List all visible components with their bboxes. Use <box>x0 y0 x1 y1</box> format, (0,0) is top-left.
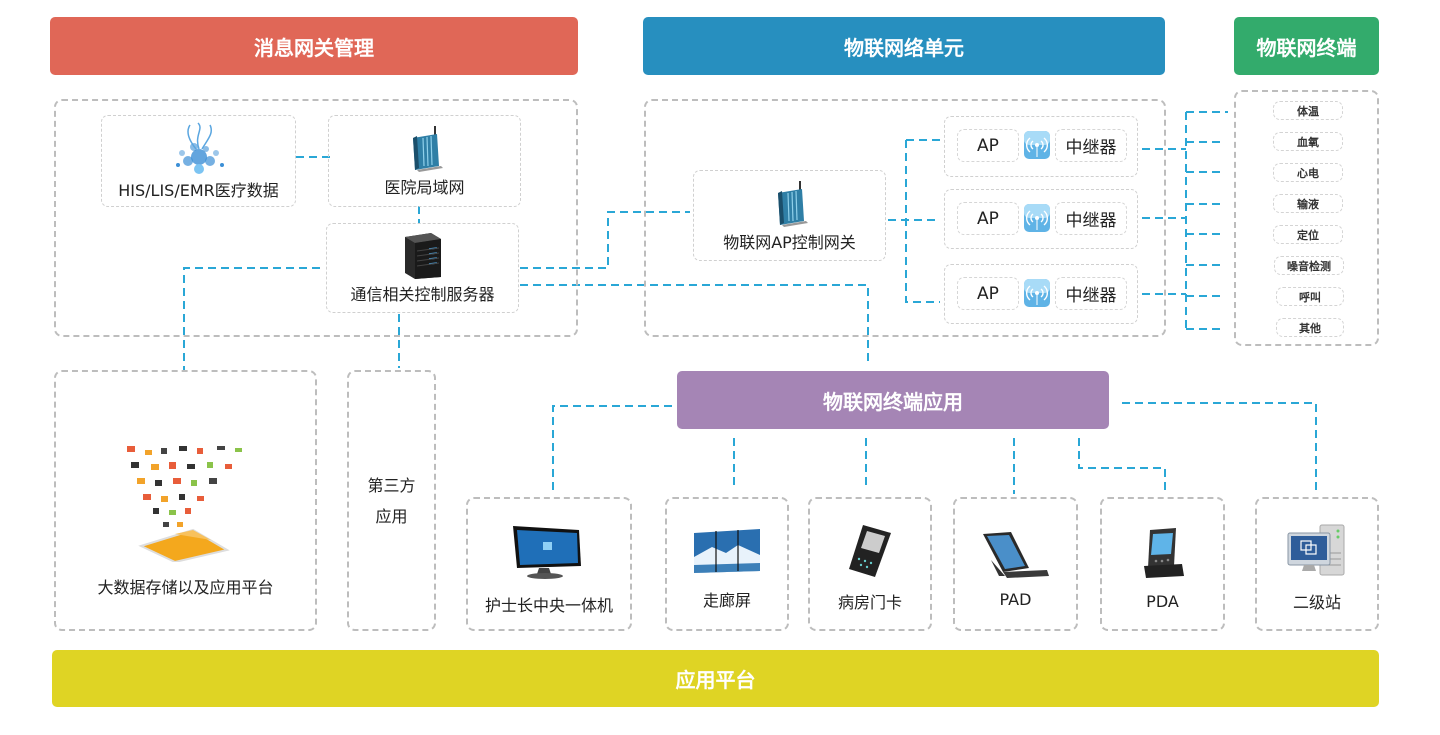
pda-icon <box>1143 527 1184 578</box>
device-label: 病房门卡 <box>837 593 902 612</box>
his-label: HIS/LIS/EMR医疗数据 <box>118 181 279 200</box>
banner-iot-terminal: 物联网终端 <box>1234 17 1379 75</box>
ap-label: AP <box>957 277 1019 310</box>
ap-control-gateway-node[interactable]: 物联网AP控制网关 <box>693 170 886 261</box>
banner-gateway-management: 消息网关管理 <box>50 17 578 75</box>
data-splash-icon <box>175 122 224 174</box>
wifi-signal-icon <box>1024 279 1050 307</box>
link-app-station <box>1122 402 1317 490</box>
iot-unit-section <box>644 99 1166 337</box>
device-pad[interactable]: PAD <box>953 497 1078 631</box>
router-icon <box>412 126 443 172</box>
ap-label: AP <box>957 129 1019 162</box>
hospital-lan-label: 医院局域网 <box>384 178 465 197</box>
bigdata-platform-label: 大数据存储以及应用平台 <box>97 577 274 597</box>
device-corridor-screen[interactable]: 走廊屏 <box>665 497 789 631</box>
banner-application-platform: 应用平台 <box>52 650 1379 707</box>
third-party-app-node[interactable]: 第三方 应用 <box>347 370 436 631</box>
device-ward-door-card[interactable]: 病房门卡 <box>808 497 932 631</box>
banner-iot-terminal-app: 物联网终端应用 <box>677 371 1109 429</box>
terminal-item[interactable]: 体温 <box>1273 101 1343 120</box>
control-server-label: 通信相关控制服务器 <box>350 285 495 304</box>
terminal-item[interactable]: 定位 <box>1273 225 1343 244</box>
workstation-icon <box>1287 524 1345 576</box>
repeater-label: 中继器 <box>1055 277 1127 310</box>
terminal-item[interactable]: 其他 <box>1276 318 1344 337</box>
wifi-signal-icon <box>1024 204 1050 232</box>
server-icon <box>404 233 441 279</box>
video-wall-icon <box>694 529 760 573</box>
terminal-item[interactable]: 呼叫 <box>1276 287 1344 306</box>
banner-gateway-title: 消息网关管理 <box>254 35 374 60</box>
banner-platform-title: 应用平台 <box>675 668 756 692</box>
all-in-one-pc-icon <box>513 526 581 579</box>
iot-terminal-section <box>1234 90 1379 346</box>
banner-iot-unit-title: 物联网络单元 <box>844 35 964 60</box>
third-party-line1: 第三方 <box>367 475 416 495</box>
repeater-label: 中继器 <box>1055 202 1127 235</box>
device-label: 二级站 <box>1292 593 1341 612</box>
ap-label: AP <box>957 202 1019 235</box>
terminal-item[interactable]: 血氧 <box>1273 132 1343 151</box>
device-label: 护士长中央一体机 <box>484 596 613 615</box>
device-label: PAD <box>999 589 1032 609</box>
third-party-line2: 应用 <box>375 506 408 526</box>
door-card-icon <box>849 525 891 577</box>
terminal-item[interactable]: 心电 <box>1273 163 1343 182</box>
terminal-item[interactable]: 输液 <box>1273 194 1343 213</box>
bigdata-platform-node[interactable]: 大数据存储以及应用平台 <box>54 370 317 631</box>
ap-group[interactable]: AP 中继器 <box>944 116 1138 177</box>
gateway-section <box>54 99 578 337</box>
link-app-pda <box>1078 438 1166 490</box>
link-app-nurse <box>552 405 672 494</box>
device-label: PDA <box>1146 591 1179 611</box>
terminal-item[interactable]: 噪音检测 <box>1274 256 1344 275</box>
control-server-node[interactable]: 通信相关控制服务器 <box>326 223 519 313</box>
ap-group[interactable]: AP 中继器 <box>944 264 1138 324</box>
wifi-signal-icon <box>1024 131 1050 159</box>
tablet-icon <box>982 531 1049 578</box>
banner-iot-app-title: 物联网终端应用 <box>823 389 963 414</box>
ap-control-gateway-label: 物联网AP控制网关 <box>723 232 856 252</box>
his-node[interactable]: HIS/LIS/EMR医疗数据 <box>101 115 296 207</box>
router-icon <box>777 180 808 227</box>
banner-iot-unit: 物联网络单元 <box>643 17 1165 75</box>
device-pda[interactable]: PDA <box>1100 497 1225 631</box>
hospital-lan-node[interactable]: 医院局域网 <box>328 115 521 207</box>
repeater-label: 中继器 <box>1055 129 1127 162</box>
banner-iot-terminal-title: 物联网终端 <box>1256 35 1357 60</box>
device-label: 走廊屏 <box>702 591 751 610</box>
device-secondary-station[interactable]: 二级站 <box>1255 497 1379 631</box>
bus-to-terminals <box>1186 111 1228 330</box>
device-nurse-station-pc[interactable]: 护士长中央一体机 <box>466 497 632 631</box>
ap-group[interactable]: AP 中继器 <box>944 189 1138 249</box>
bigdata-tablet-icon <box>126 445 242 562</box>
